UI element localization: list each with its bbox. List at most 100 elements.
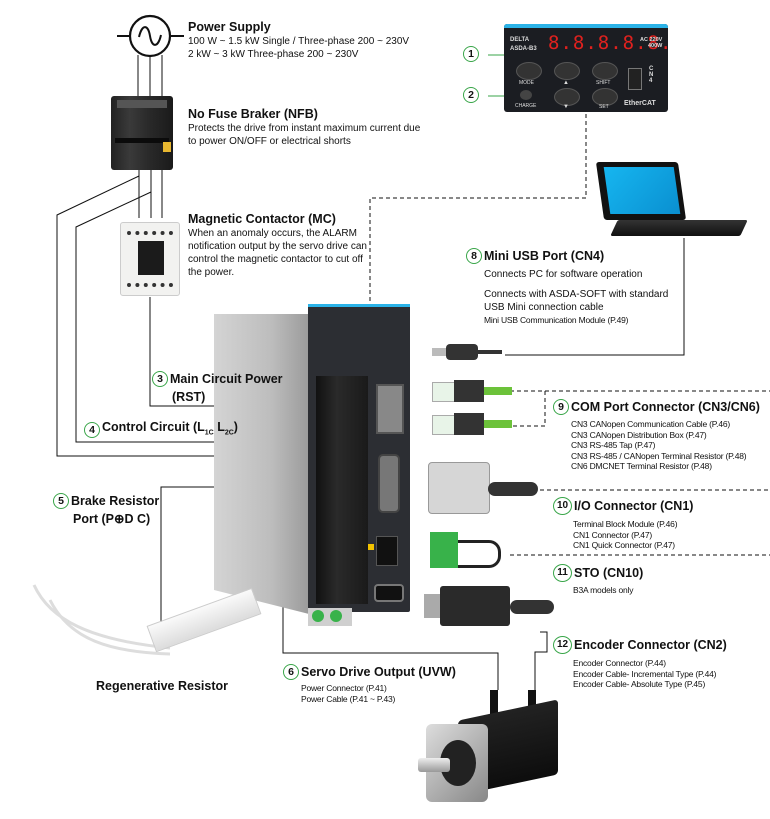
- charge-led: [520, 90, 532, 100]
- callout-8-mini-usb: 8 Mini USB Port (CN4) Connects PC for so…: [466, 248, 684, 326]
- power-supply-label: Power Supply 100 W ~ 1.5 kW Single / Thr…: [188, 20, 409, 61]
- callout-9-item: CN6 DMCNET Terminal Resistor (P.48): [571, 461, 712, 471]
- down-button[interactable]: [554, 88, 580, 106]
- drive-terminal-cover: [316, 376, 368, 604]
- mc-label: Magnetic Contactor (MC) When an anomaly …: [188, 212, 378, 279]
- drive-panel-closeup: DELTA ASDA-B3 8.8.8.8.8. AC 220V 400W MO…: [504, 24, 668, 112]
- drive-heatsink: [214, 314, 309, 614]
- power-supply-title: Power Supply: [188, 20, 271, 34]
- callout-4-title-end: ): [233, 420, 238, 434]
- panel-rating: AC 220V 400W: [640, 37, 662, 49]
- ethercat-logo: EtherCAT: [624, 100, 656, 107]
- regenerative-resistor-label: Regenerative Resistor: [96, 679, 229, 693]
- callout-4-sub-1: 1C: [204, 429, 214, 437]
- set-label: SET: [599, 104, 609, 110]
- callout-9-list: CN3 CANopen Communication Cable (P.46) C…: [571, 419, 760, 472]
- set-button[interactable]: [592, 88, 618, 106]
- callout-9-badge: 9: [553, 399, 569, 415]
- callout-3-main-circuit: 3 Main Circuit Power (RST): [152, 371, 283, 405]
- callout-4-control-circuit: 4 Control Circuit (L1C L2C): [84, 420, 238, 441]
- callout-10-item: CN1 Connector (P.47): [573, 529, 652, 540]
- callout-4-title-text: Control Circuit (L: [102, 420, 205, 434]
- callout-4-title: Control Circuit (L1C L2C): [102, 420, 238, 441]
- shift-label: SHIFT: [596, 80, 611, 86]
- callout-12-list: Encoder Connector (P.44) Encoder Cable- …: [573, 658, 727, 690]
- callout-12-encoder: 12 Encoder Connector (CN2) Encoder Conne…: [553, 636, 727, 690]
- panel-rating-voltage: AC 220V: [640, 37, 663, 43]
- cn4-label: CN4: [649, 66, 654, 84]
- callout-6-servo-output: 6 Servo Drive Output (UVW) Power Connect…: [283, 664, 456, 704]
- drive-stripe: [308, 304, 410, 307]
- callout-8-line-1: Connects PC for software operation: [484, 269, 643, 280]
- shift-button[interactable]: [592, 62, 618, 80]
- laptop-pc-image: [595, 162, 750, 242]
- callout-9-com-port: 9 COM Port Connector (CN3/CN6) CN3 CANop…: [553, 399, 760, 472]
- warning-icon: [368, 544, 374, 550]
- callout-11-title: STO (CN10): [574, 565, 644, 580]
- callout-4-badge: 4: [84, 422, 100, 439]
- callout-3-badge: 3: [152, 371, 168, 387]
- power-supply-line-1: 100 W ~ 1.5 kW Single / Three-phase 200 …: [188, 36, 410, 47]
- callout-11-item: B3A models only: [573, 585, 634, 595]
- drive-front: [308, 304, 410, 612]
- mode-button[interactable]: [516, 62, 542, 80]
- cn3-cn6-ports: [376, 384, 404, 434]
- callout-9-item: CN3 RS-485 Tap (P.47): [571, 440, 656, 450]
- com-cable-1-image: [432, 380, 512, 402]
- regenerative-resistor-image: [30, 580, 262, 660]
- servo-drive-image: [214, 304, 414, 626]
- callout-6-title: Servo Drive Output (UVW): [301, 664, 456, 679]
- charge-label: CHARGE: [515, 103, 537, 109]
- callout-12-item: Encoder Cable- Incremental Type (P.44): [573, 668, 717, 679]
- callout-6-list: Power Connector (P.41) Power Cable (P.41…: [301, 683, 456, 704]
- callout-5-brake-resistor: 5 Brake Resistor Port (P⊕D C): [53, 493, 159, 527]
- callout-4-title-mid: L: [213, 420, 225, 434]
- up-button[interactable]: [554, 62, 580, 80]
- io-connector-image: [428, 456, 538, 518]
- callout-10-item: Terminal Block Module (P.46): [573, 519, 678, 529]
- mini-usb-cable-image: [432, 344, 502, 360]
- callout-12-badge: 12: [553, 636, 572, 654]
- callout-6-item: Power Connector (P.41): [301, 683, 387, 693]
- callout-11-badge: 11: [553, 564, 572, 582]
- callout-9-item: CN3 RS-485 / CANopen Terminal Resistor (…: [571, 450, 747, 461]
- callout-5-badge: 5: [53, 493, 69, 509]
- up-label: ▲: [563, 80, 569, 86]
- servo-motor-image: [418, 680, 568, 815]
- callout-8-badge: 8: [466, 248, 482, 264]
- callout-2-badge: 2: [463, 87, 479, 103]
- laptop-screen: [603, 167, 681, 214]
- cn10-port: [376, 536, 398, 566]
- callout-5-title-1: Brake Resistor: [71, 493, 160, 508]
- mode-label: MODE: [519, 80, 534, 86]
- magnetic-contactor-image: [120, 222, 180, 296]
- callout-9-item: CN3 CANopen Distribution Box (P.47): [571, 429, 707, 440]
- mc-desc: When an anomaly occurs, the ALARM notifi…: [188, 228, 367, 278]
- callout-3-title-2: (RST): [172, 390, 206, 404]
- mc-title: Magnetic Contactor (MC): [188, 212, 336, 226]
- callout-1-badge: 1: [463, 46, 479, 62]
- callout-10-list: Terminal Block Module (P.46) CN1 Connect…: [573, 519, 693, 551]
- callout-9-item: CN3 CANopen Communication Cable (P.46): [571, 419, 731, 429]
- callout-6-item: Power Cable (P.41 ~ P.43): [301, 693, 396, 704]
- laptop-keyboard: [610, 220, 748, 236]
- callout-10-item: CN1 Quick Connector (P.47): [573, 540, 675, 550]
- nfb-breaker-image: [111, 96, 173, 170]
- nfb-desc: Protects the drive from instant maximum …: [188, 123, 421, 147]
- cn1-port: [378, 454, 400, 513]
- com-cable-2-image: [432, 413, 512, 435]
- panel-brand: DELTA: [510, 37, 530, 43]
- panel-rating-power: 400W: [647, 43, 663, 49]
- callout-10-badge: 10: [553, 497, 572, 515]
- panel-stripe: [504, 24, 668, 28]
- callout-8-reference: Mini USB Communication Module (P.49): [484, 315, 629, 325]
- encoder-connector-image: [424, 586, 554, 630]
- callout-10-io-connector: 10 I/O Connector (CN1) Terminal Block Mo…: [553, 497, 693, 551]
- nfb-title: No Fuse Braker (NFB): [188, 107, 318, 121]
- callout-4-sub-2: 2C: [224, 429, 234, 437]
- led-display: 8.8.8.8.8.: [548, 32, 668, 54]
- callout-3-title-1: Main Circuit Power: [170, 371, 283, 386]
- nfb-label: No Fuse Braker (NFB) Protects the drive …: [188, 107, 428, 148]
- sto-connector-image: [430, 530, 501, 574]
